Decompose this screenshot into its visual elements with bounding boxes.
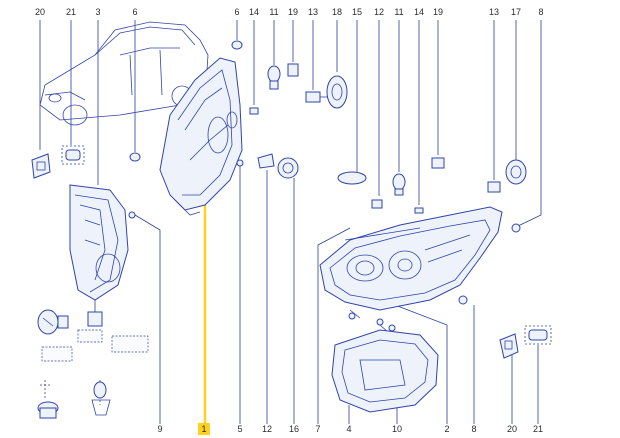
callout-3-top: 3 <box>95 7 100 17</box>
car-outline-icon <box>39 21 209 126</box>
callout-15-top: 15 <box>352 7 362 17</box>
callout-14-top-right: 14 <box>414 7 424 17</box>
headlamp-assembly-icon <box>319 206 503 311</box>
cap-left-icon <box>129 152 141 162</box>
cap-icon <box>231 40 243 50</box>
holder-13-right-icon <box>487 181 501 193</box>
screw-5-icon <box>236 159 244 167</box>
top-callouts: 20 21 3 6 6 14 11 19 13 18 15 12 11 14 1… <box>35 7 544 17</box>
callout-18-top: 18 <box>332 7 342 17</box>
connector-icon <box>87 300 103 327</box>
leader-lines <box>39 20 542 424</box>
side-lamp-assembly <box>69 184 129 301</box>
clip-8-lower-icon <box>458 295 468 305</box>
socket-14-icon <box>249 107 259 115</box>
callout-11-top-right: 11 <box>394 7 403 17</box>
callout-6-top: 6 <box>234 7 239 17</box>
ring-15-icon <box>337 171 367 185</box>
ghost-box-right <box>111 335 149 353</box>
callout-12-top: 12 <box>374 7 384 17</box>
callout-7-bottom: 7 <box>315 424 320 434</box>
connector-19-right-icon <box>431 157 445 169</box>
clip-8-icon <box>511 223 521 233</box>
callout-5-bottom: 5 <box>237 424 242 434</box>
callout-1-bottom: 1 <box>201 424 206 434</box>
holder-13-icon <box>305 91 328 103</box>
callout-9-bottom: 9 <box>157 424 162 434</box>
callout-16-bottom: 16 <box>289 424 299 434</box>
highlight-badge <box>198 423 210 435</box>
gasket-21-right-icon <box>524 325 552 345</box>
bulb-12-icon <box>257 153 275 169</box>
bracket-20-icon <box>31 153 51 179</box>
callout-21-bottom: 21 <box>533 424 543 434</box>
cap-17-icon <box>505 159 527 185</box>
ghost-box-mid <box>77 329 103 343</box>
callout-6-top-left: 6 <box>132 7 137 17</box>
callout-19-top-right: 19 <box>433 7 443 17</box>
callout-10-bottom: 10 <box>392 424 402 434</box>
callout-13-top-right: 13 <box>489 7 499 17</box>
callout-17-top: 17 <box>511 7 521 17</box>
callout-12-bottom: 12 <box>262 424 272 434</box>
ghost-box-left <box>41 346 73 362</box>
clip-assembly-right <box>91 380 111 416</box>
callout-2-bottom: 2 <box>444 424 449 434</box>
bracket-20-right-icon <box>499 333 519 359</box>
screw-icon <box>128 211 136 219</box>
callout-8-top: 8 <box>538 7 543 17</box>
callout-14-top: 14 <box>249 7 259 17</box>
callout-20-bottom: 20 <box>507 424 517 434</box>
callout-11-top: 11 <box>269 7 278 17</box>
bulb-icon <box>37 309 69 335</box>
callout-21-top: 21 <box>66 7 76 17</box>
callout-20-top: 20 <box>35 7 45 17</box>
gasket-21-icon <box>61 145 85 165</box>
bulb-11-icon <box>267 65 281 90</box>
headlamp-side-view-icon <box>159 57 243 216</box>
clip-assembly-left <box>37 380 59 419</box>
fog-lamp-assembly-icon <box>331 309 439 413</box>
callout-19-top: 19 <box>288 7 298 17</box>
connector-19-icon <box>287 63 299 77</box>
callout-13-top: 13 <box>308 7 318 17</box>
bulb-12-right-icon <box>371 199 383 209</box>
callout-4-bottom: 4 <box>346 424 351 434</box>
cap-18-icon <box>326 75 348 109</box>
callout-8-bottom: 8 <box>471 424 476 434</box>
bulb-11-right-icon <box>392 173 406 196</box>
bottom-callouts: 9 1 5 12 16 7 4 10 2 8 20 21 <box>157 423 543 435</box>
cap-16-icon <box>277 157 299 179</box>
socket-14-right-icon <box>414 207 424 214</box>
